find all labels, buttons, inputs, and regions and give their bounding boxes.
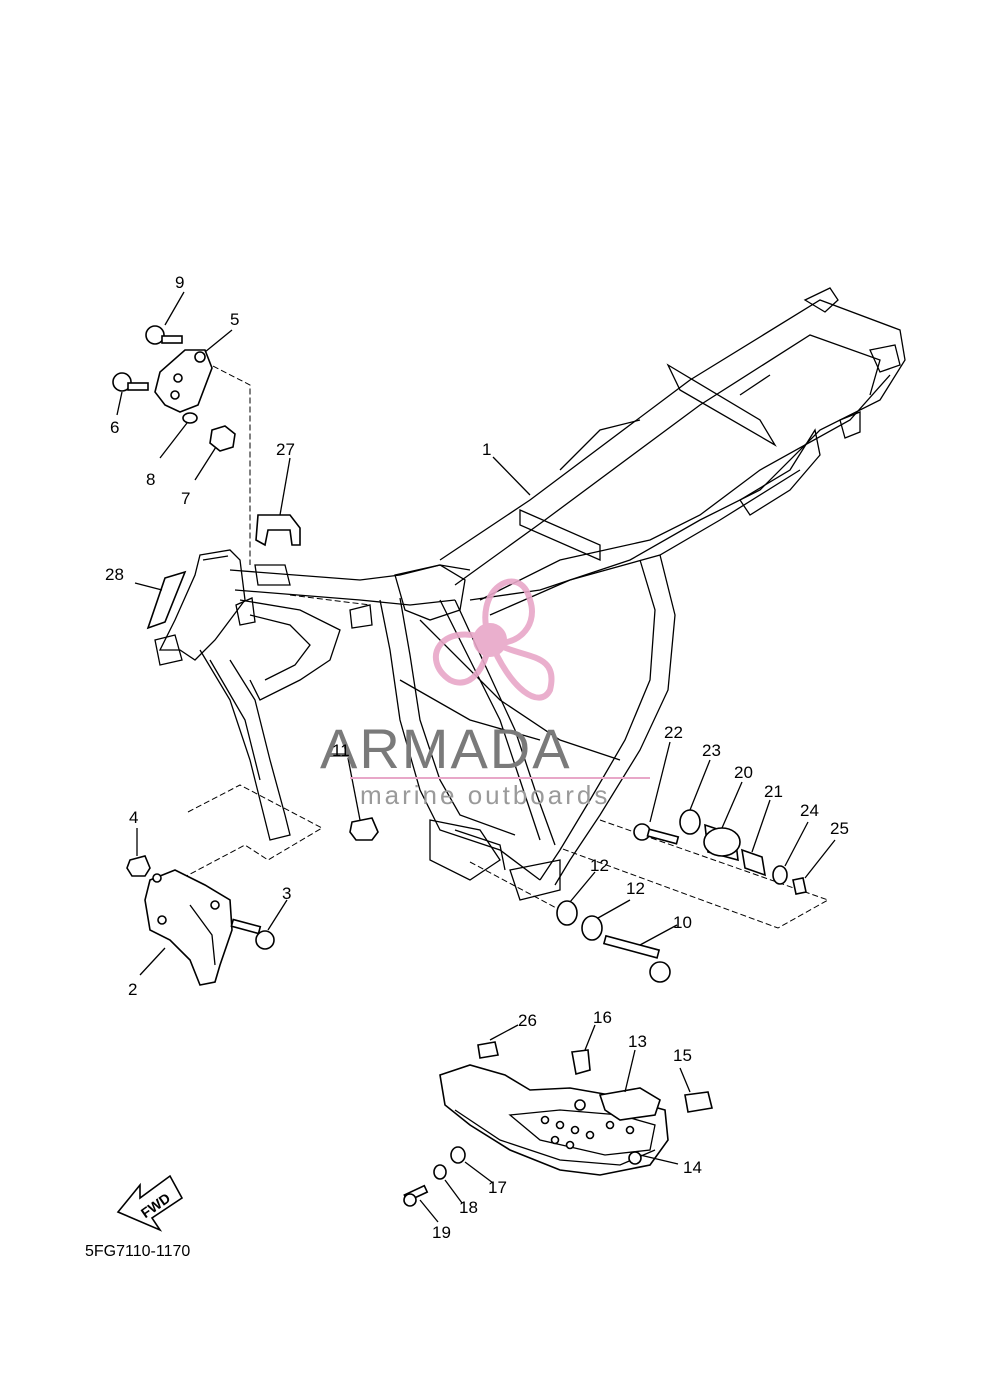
diagram-code: 5FG7110-1170 [85, 1243, 190, 1260]
label-17: 17 [488, 1178, 507, 1197]
sleeve-21 [740, 848, 767, 877]
label-12a: 12 [590, 856, 609, 875]
label-5: 5 [230, 310, 239, 329]
bolt-10 [602, 934, 671, 983]
washer-18 [433, 1164, 447, 1180]
label-6: 6 [110, 418, 119, 437]
washer-8 [182, 412, 198, 424]
label-7: 7 [181, 489, 190, 508]
collar-17 [450, 1146, 466, 1164]
label-18: 18 [459, 1198, 478, 1217]
label-24: 24 [800, 801, 819, 820]
engine-bracket-2 [144, 869, 233, 986]
label-14: 14 [683, 1158, 702, 1177]
bolt-9 [145, 325, 183, 345]
main-frame [154, 287, 906, 901]
collar-20 [703, 823, 741, 862]
nut-7 [209, 425, 236, 452]
bolt-19 [403, 1184, 429, 1207]
grommet-26 [477, 1041, 499, 1059]
label-25: 25 [830, 819, 849, 838]
nut-25 [792, 877, 807, 895]
bolt-6 [112, 372, 149, 392]
skid-plate-14 [439, 1064, 669, 1176]
label-16: 16 [593, 1008, 612, 1027]
reference-lines [159, 361, 830, 929]
bracket-13 [598, 1087, 661, 1121]
damper-27 [255, 514, 301, 547]
watermark-logo [432, 578, 555, 701]
part-labels: 9 5 6 8 7 27 1 28 11 4 3 2 22 23 20 21 2… [105, 273, 849, 1242]
label-27: 27 [276, 440, 295, 459]
label-2: 2 [128, 980, 137, 999]
nut-11 [349, 817, 379, 841]
washer-23 [679, 809, 701, 835]
nut-4 [126, 855, 151, 877]
label-12b: 12 [626, 879, 645, 898]
washer-12a [556, 900, 578, 926]
label-26: 26 [518, 1011, 537, 1030]
label-15: 15 [673, 1046, 692, 1065]
fwd-arrow-icon: FWD [116, 1174, 184, 1232]
label-23: 23 [702, 741, 721, 760]
label-13: 13 [628, 1032, 647, 1051]
label-1: 1 [482, 440, 491, 459]
label-21: 21 [764, 782, 783, 801]
clip-15 [684, 1091, 713, 1113]
label-3: 3 [282, 884, 291, 903]
label-19: 19 [432, 1223, 451, 1242]
bracket-5 [154, 349, 213, 413]
label-28: 28 [105, 565, 124, 584]
tag-28 [146, 570, 187, 630]
label-11: 11 [332, 741, 350, 760]
bolt-3 [230, 918, 275, 950]
label-10: 10 [673, 913, 692, 932]
leader-lines [116, 291, 836, 1223]
watermark: ARMADA marine outboards [320, 578, 650, 810]
label-8: 8 [146, 470, 155, 489]
bolt-22 [633, 823, 680, 845]
washer-24 [772, 865, 788, 885]
label-22: 22 [664, 723, 683, 742]
watermark-title: ARMADA [320, 717, 572, 780]
watermark-subtitle: marine outboards [360, 780, 610, 810]
label-9: 9 [175, 273, 184, 292]
washer-12b [581, 915, 603, 941]
damper-16 [571, 1049, 591, 1076]
label-20: 20 [734, 763, 753, 782]
label-4: 4 [129, 808, 138, 827]
